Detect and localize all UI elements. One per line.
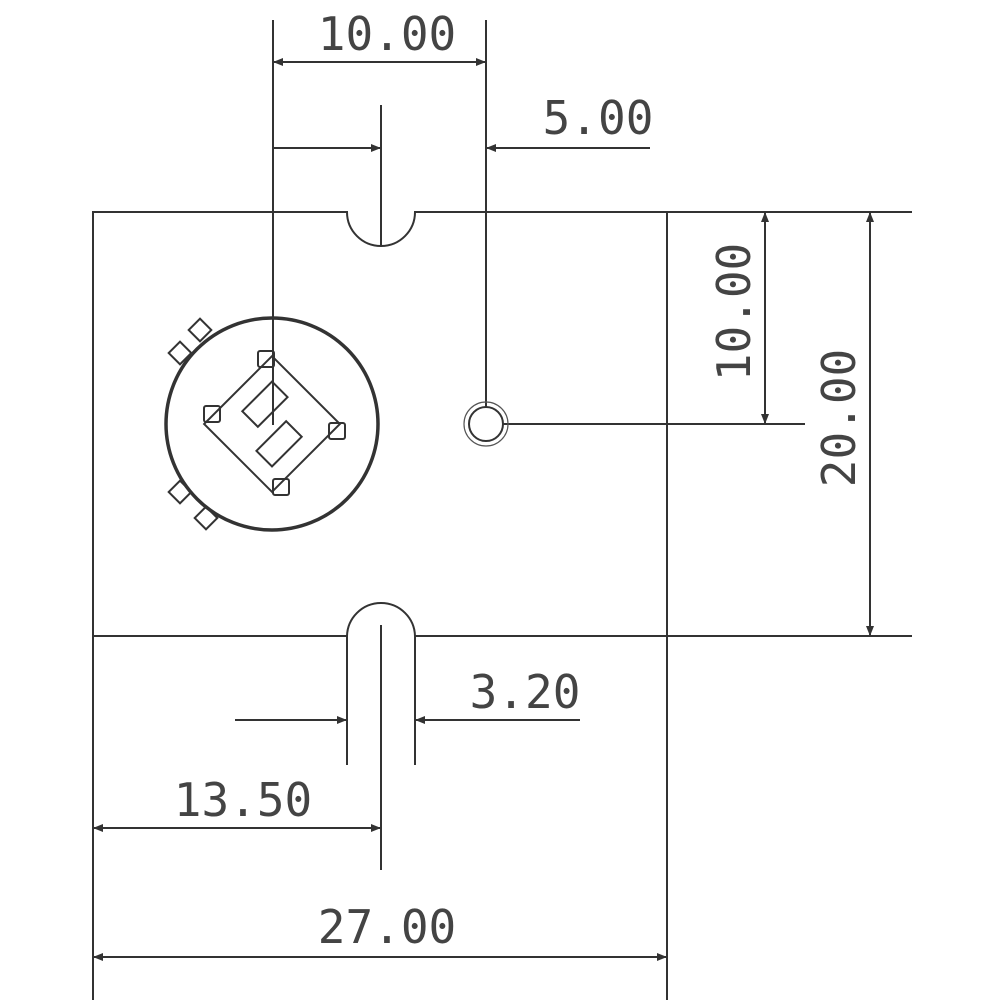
dimension-label: 3.20 — [470, 665, 581, 719]
dimension-total-width: 27.00 — [93, 900, 667, 957]
dimension-label: 13.50 — [174, 773, 312, 827]
part-outline — [92, 211, 912, 1000]
dimension-label: 10.00 — [707, 243, 761, 381]
dimension-right-total: 20.00 — [812, 212, 870, 636]
dimension-right-upper: 10.00 — [707, 212, 765, 424]
dimension-top-width: 10.00 — [273, 7, 486, 62]
dimension-label: 20.00 — [812, 349, 866, 487]
centerlines — [272, 20, 805, 870]
dimension-label: 5.00 — [543, 91, 654, 145]
dimension-offset: 5.00 — [273, 91, 653, 148]
dimension-slot-width: 3.20 — [235, 665, 580, 720]
dimension-label: 10.00 — [318, 7, 456, 61]
dimension-slot-position: 13.50 — [93, 773, 381, 828]
mounting-hole — [463, 401, 509, 447]
dimension-label: 27.00 — [318, 900, 456, 954]
rotary-component — [164, 316, 380, 532]
